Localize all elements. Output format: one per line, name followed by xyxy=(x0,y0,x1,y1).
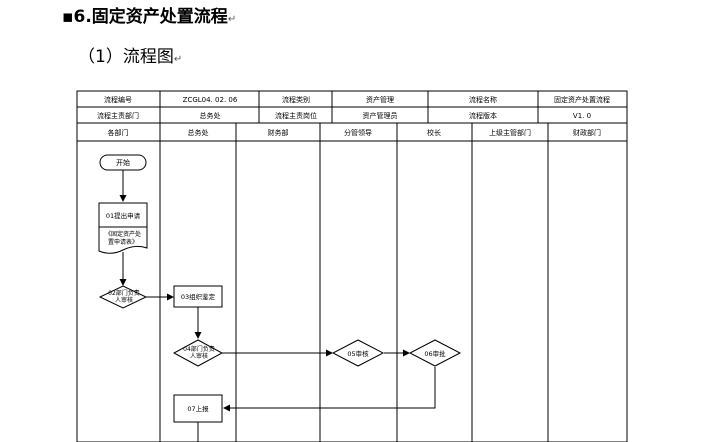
start-label: 开始 xyxy=(116,158,130,167)
table-cell-version-value: V1. 0 xyxy=(573,112,591,120)
table-cell-flow-category-value: 资产管理 xyxy=(366,95,394,104)
table-cell-flow-name-label: 流程名称 xyxy=(469,95,497,104)
info-table xyxy=(76,90,628,442)
lane-header-finance: 财务部 xyxy=(268,128,289,137)
document-label-line2: 置申请表》 xyxy=(108,238,138,246)
table-cell-flow-number-label: 流程编号 xyxy=(104,95,132,104)
step-07-label: 07上报 xyxy=(187,404,209,413)
table-cell-flow-number-value: ZCGL04. 02. 06 xyxy=(183,96,238,104)
document-label-line1: 《固定资产处 xyxy=(105,230,141,238)
start-terminator xyxy=(99,154,147,171)
table-cell-owner-post-label: 流程主责岗位 xyxy=(275,111,317,120)
table-cell-flow-name-value: 固定资产处置流程 xyxy=(554,95,610,104)
application-form-document xyxy=(98,226,148,254)
connectors xyxy=(119,170,436,442)
lane-header-principal: 校长 xyxy=(427,128,441,137)
lane-header-leader-in-charge: 分管领导 xyxy=(344,128,372,137)
step-01-box xyxy=(98,202,148,228)
table-cell-owner-dept-value: 总务处 xyxy=(200,111,221,120)
table-cell-flow-category-label: 流程类别 xyxy=(282,95,310,104)
step-02-decision xyxy=(98,285,148,309)
step-03-box xyxy=(173,285,223,308)
step-03-label: 03组织鉴定 xyxy=(181,292,216,301)
step-04-label-line2: 人审核 xyxy=(190,352,208,360)
swimlane-dividers xyxy=(159,123,549,442)
step-06-label: 06审批 xyxy=(424,349,446,358)
lane-header-departments: 各部门 xyxy=(108,128,129,137)
step-01-label: 01提出申请 xyxy=(106,211,141,220)
table-cell-owner-post-value: 资产管理员 xyxy=(363,111,398,120)
step-04-label-line1: 04部门负责 xyxy=(183,345,215,353)
step-07-box xyxy=(173,394,223,423)
table-cell-owner-dept-label: 流程主责部门 xyxy=(97,111,139,120)
step-02-label-line1: 02部门负责 xyxy=(108,289,140,297)
step-05-decision xyxy=(331,339,385,367)
step-02-label-line2: 人审核 xyxy=(115,296,133,304)
section-heading: ▪6.固定资产处置流程↵ xyxy=(62,7,237,27)
lane-header-supervising-dept: 上级主管部门 xyxy=(489,128,531,137)
lane-header-finance-bureau: 财政部门 xyxy=(573,128,601,137)
table-cell-version-label: 流程版本 xyxy=(469,111,497,120)
step-04-decision xyxy=(172,339,224,367)
lane-header-general-affairs: 总务处 xyxy=(188,128,209,137)
step-05-label: 05审核 xyxy=(347,349,369,358)
subsection-heading: （1）流程图↵ xyxy=(78,47,183,67)
step-06-decision xyxy=(408,339,462,367)
